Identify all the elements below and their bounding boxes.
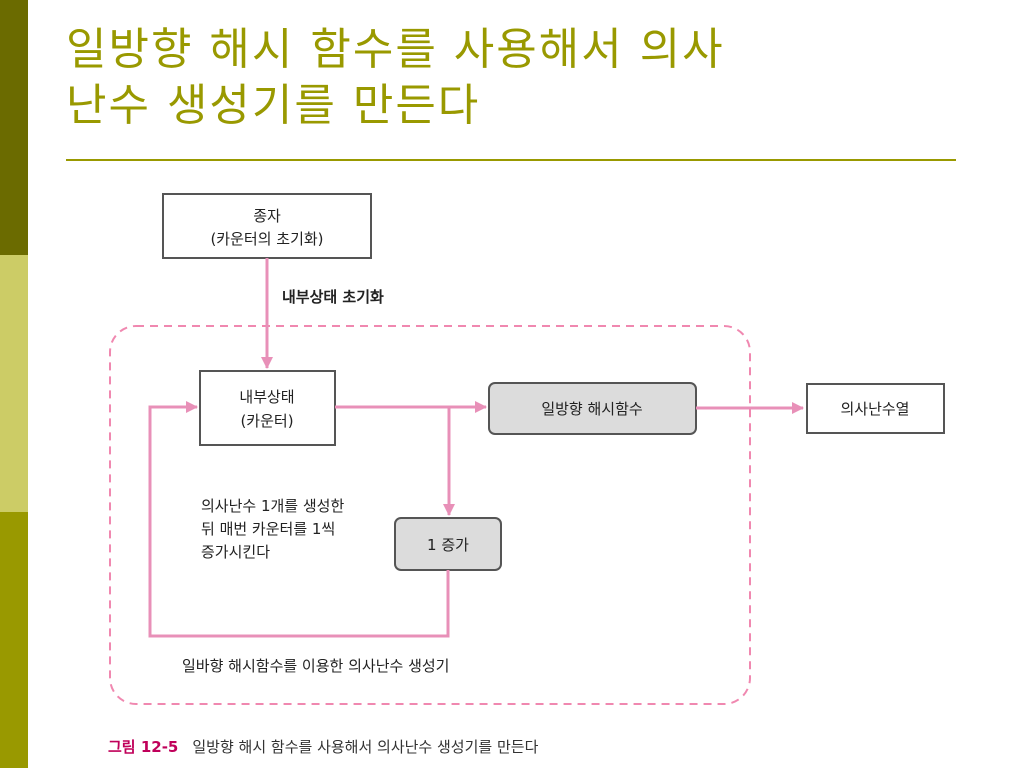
- seed-box-line1: 종자: [253, 207, 281, 225]
- state-box-line1: 내부상태: [239, 388, 294, 406]
- figure-caption: 그림 12-5 일방향 해시 함수를 사용해서 의사난수 생성기를 만든다: [108, 736, 538, 757]
- arrow-feedback-loop: [148, 401, 450, 638]
- hash-box-label: 일방향 해시함수: [541, 400, 642, 418]
- output-box: 의사난수열: [806, 383, 945, 434]
- init-label: 내부상태 초기화: [282, 288, 384, 306]
- hash-function-box: 일방향 해시함수: [488, 382, 697, 435]
- figure-caption-label: 그림 12-5: [108, 738, 179, 756]
- generator-group-boundary: [109, 325, 751, 705]
- state-box-line2: (카운터): [240, 412, 293, 430]
- side-bar-middle: [0, 255, 28, 512]
- group-label: 일바향 해시함수를 이용한 의사난수 생성기: [182, 657, 449, 675]
- state-box: 내부상태 (카운터): [199, 370, 336, 446]
- increment-box-label: 1 증가: [427, 536, 469, 554]
- note-line2: 뒤 매번 카운터를 1씩: [201, 520, 335, 538]
- side-bar-top: [0, 0, 28, 255]
- slide-title-line2: 난수 생성기를 만든다: [66, 80, 481, 131]
- output-box-label: 의사난수열: [840, 400, 909, 418]
- seed-box-line2: (카운터의 초기화): [210, 230, 323, 248]
- slide-title-line1: 일방향 해시 함수를 사용해서 의사: [66, 24, 725, 75]
- note-line3: 증가시킨다: [201, 543, 270, 561]
- seed-box: 종자 (카운터의 초기화): [162, 193, 372, 259]
- figure-caption-text: 일방향 해시 함수를 사용해서 의사난수 생성기를 만든다: [192, 738, 539, 756]
- slide-title: 일방향 해시 함수를 사용해서 의사 난수 생성기를 만든다: [66, 22, 966, 134]
- note-line1: 의사난수 1개를 생성한: [201, 497, 344, 515]
- increment-box: 1 증가: [394, 517, 502, 571]
- side-bar-bottom: [0, 512, 28, 768]
- title-rule: [66, 159, 956, 161]
